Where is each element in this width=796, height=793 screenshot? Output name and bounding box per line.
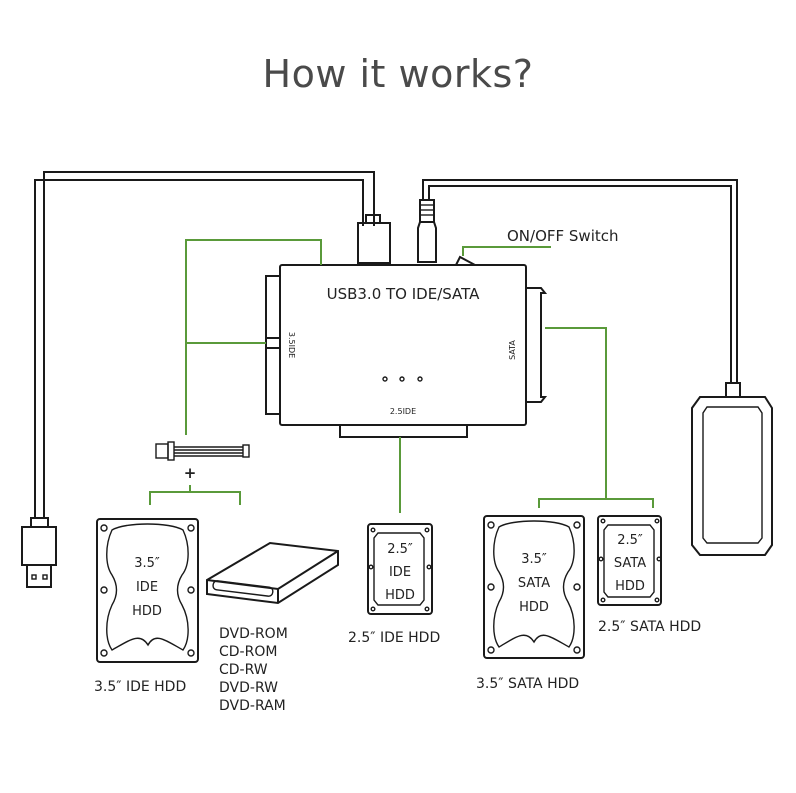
diagram-title: How it works?	[262, 52, 534, 96]
port-label-sata: SATA	[508, 340, 517, 360]
plus-sign: +	[184, 464, 197, 482]
port-label-3-5ide: 3.5IDE	[287, 332, 296, 358]
adapter-body	[265, 255, 548, 438]
port-label-2-5ide: 2.5IDE	[390, 407, 416, 416]
hdd-label: HDD	[385, 588, 415, 603]
hdd-label: HDD	[519, 600, 549, 615]
optical-item: CD-RW	[219, 662, 268, 678]
hdd-3-5-sata-icon	[483, 515, 585, 659]
power-cable	[422, 179, 738, 383]
hdd-label: 2.5″	[617, 533, 643, 548]
optical-item: CD-ROM	[219, 644, 277, 660]
hdd-3-5-ide-icon	[96, 518, 199, 663]
usb-cable	[34, 171, 375, 518]
hdd-label: 2.5″	[387, 542, 413, 557]
optical-item: DVD-RW	[219, 680, 278, 696]
ide35-split-line	[149, 485, 241, 505]
hdd-label: HDD	[132, 604, 162, 619]
hdd-2-5-sata-icon	[597, 515, 662, 606]
caption-3-5-ide-hdd: 3.5″ IDE HDD	[94, 679, 186, 695]
hdd-label: SATA	[518, 576, 550, 591]
hdd-2-5-ide-icon	[367, 523, 433, 615]
hdd-label: SATA	[614, 556, 646, 571]
optical-drive-icon	[206, 541, 339, 605]
caption-2-5-ide-hdd: 2.5″ IDE HDD	[348, 630, 440, 646]
switch-callout-line	[462, 246, 551, 256]
power-adapter-icon	[691, 382, 773, 556]
sata-connector-line	[538, 327, 654, 508]
hdd-label: 3.5″	[521, 552, 547, 567]
usb-plug-icon	[21, 517, 57, 588]
optical-item: DVD-ROM	[219, 626, 288, 642]
caption-3-5-sata-hdd: 3.5″ SATA HDD	[476, 676, 579, 692]
hdd-label: HDD	[615, 579, 645, 594]
hdd-label: IDE	[389, 565, 411, 580]
molex-power-cable-icon	[155, 441, 250, 461]
dc-power-plug-icon	[417, 199, 437, 263]
optical-drive-list: DVD-ROM CD-ROM CD-RW DVD-RW DVD-RAM	[219, 626, 288, 714]
hdd-label: IDE	[136, 580, 158, 595]
optical-item: DVD-RAM	[219, 698, 286, 714]
caption-2-5-sata-hdd: 2.5″ SATA HDD	[598, 619, 701, 635]
usb-plug-icon	[357, 214, 391, 264]
ide35-connector-line	[185, 239, 322, 435]
adapter-label: USB3.0 TO IDE/SATA	[327, 285, 481, 303]
hdd-label: 3.5″	[134, 556, 160, 571]
switch-label: ON/OFF Switch	[507, 227, 619, 245]
